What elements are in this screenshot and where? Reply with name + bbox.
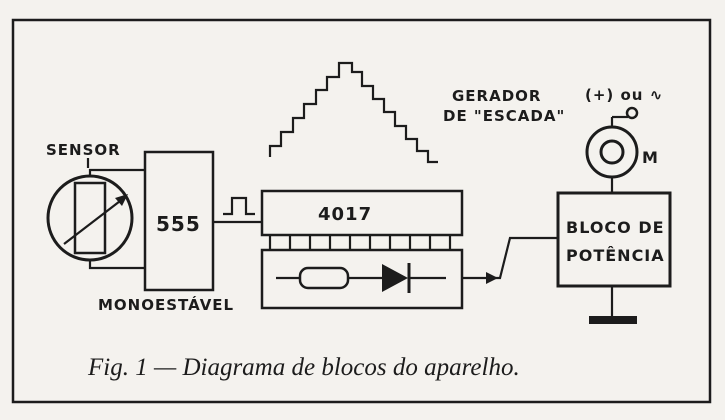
variable-arrow-head bbox=[115, 194, 128, 206]
supply-terminal bbox=[625, 106, 639, 120]
counter-output-pins bbox=[268, 235, 452, 250]
output-wire bbox=[462, 236, 558, 280]
sensor-wire-top bbox=[88, 168, 145, 176]
motor-label: M bbox=[642, 148, 659, 167]
figure-caption: Fig. 1 — Diagrama de blocos do aparelho. bbox=[87, 354, 520, 381]
diode-symbol bbox=[382, 264, 408, 292]
power-block bbox=[556, 191, 672, 288]
timer-555-label: 555 bbox=[156, 212, 201, 236]
motor-symbol bbox=[585, 125, 639, 179]
resistor-symbol bbox=[298, 266, 350, 290]
output-arrow-head bbox=[486, 272, 498, 284]
sensor-label: SENSOR bbox=[46, 141, 121, 159]
pulse-symbol bbox=[223, 196, 255, 216]
generator-label-line2: DE "ESCADA" bbox=[443, 107, 565, 125]
staircase-waveform bbox=[268, 61, 438, 164]
variable-arrow bbox=[63, 197, 125, 245]
monostable-label: MONOESTÁVEL bbox=[98, 295, 234, 314]
counter-4017-label: 4017 bbox=[318, 204, 372, 225]
ground-symbol bbox=[589, 316, 637, 324]
supply-label: (+) ou ∿ bbox=[585, 86, 663, 104]
generator-label-line1: GERADOR bbox=[452, 87, 541, 105]
power-block-label-line2: POTÊNCIA bbox=[566, 246, 665, 265]
counter-4017-block bbox=[260, 189, 464, 237]
power-block-label-line1: BLOCO DE bbox=[566, 218, 665, 237]
sensor-symbol bbox=[46, 174, 134, 262]
sensor-wire-bottom bbox=[88, 260, 145, 270]
figure-border bbox=[11, 18, 712, 404]
